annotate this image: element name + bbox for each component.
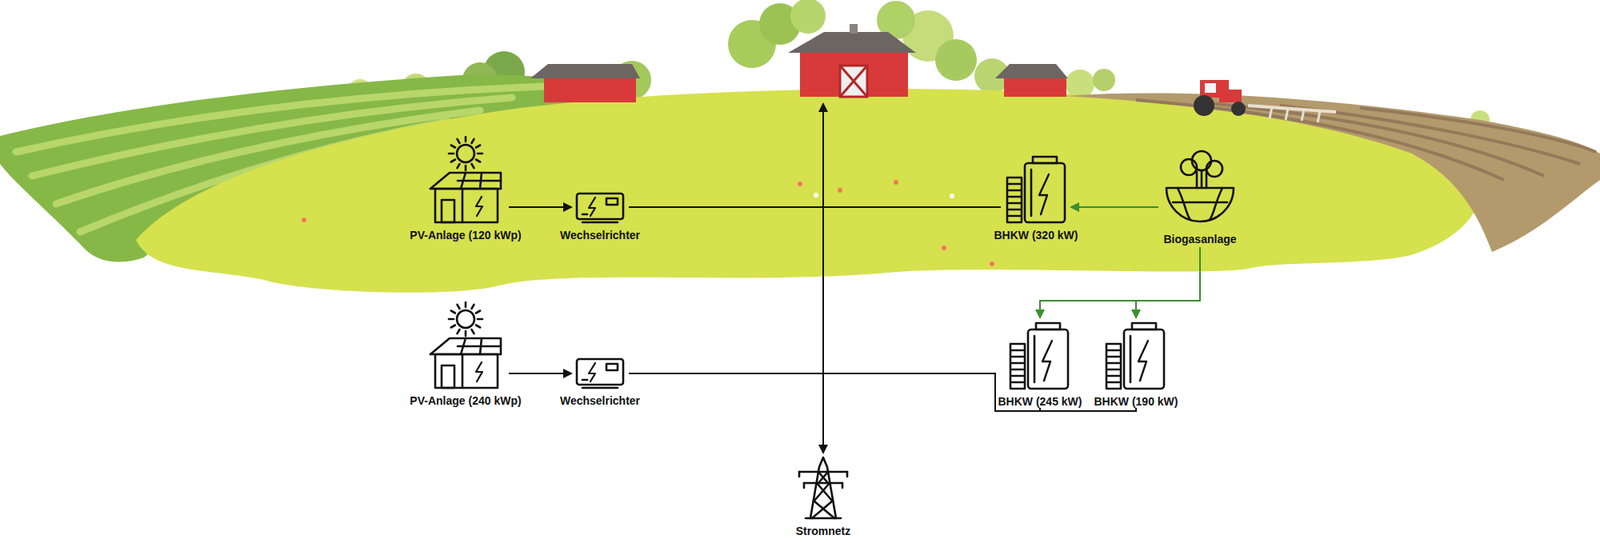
power-line [508, 372, 572, 375]
biogas-plant: Biogasanlage [1161, 148, 1239, 246]
inverter: Wechselrichter [558, 190, 642, 242]
biogas-line [1040, 247, 1200, 318]
node-label: PV-Anlage (240 kWp) [408, 394, 523, 408]
pv-plant-icon [425, 301, 506, 390]
power-line [628, 373, 1136, 412]
power-grid: Stromnetz [792, 456, 854, 538]
node-label: PV-Anlage (120 kWp) [408, 228, 523, 242]
node-label: Stromnetz [794, 524, 852, 538]
node-label: BHKW (320 kW) [992, 228, 1080, 242]
grid-connection-line [822, 104, 824, 453]
chp-unit-icon [1004, 153, 1068, 224]
chp-unit: BHKW (190 kW) [1092, 320, 1180, 408]
chp-unit-icon [1103, 320, 1169, 391]
chp-unit: BHKW (245 kW) [996, 320, 1084, 408]
pv-plant-icon [425, 136, 506, 224]
biogas-plant-icon [1161, 148, 1239, 228]
node-label: Wechselrichter [558, 228, 642, 242]
biogas-line [1136, 247, 1200, 318]
power-line [628, 373, 1040, 412]
pv-plant: PV-Anlage (120 kWp) [408, 136, 523, 242]
power-pylon-icon [792, 456, 854, 520]
flowers [301, 180, 995, 267]
biogas-line [1071, 206, 1159, 208]
plowed-field [1064, 92, 1600, 252]
chp-unit-icon [1007, 320, 1073, 391]
chp-unit: BHKW (320 kW) [992, 153, 1080, 242]
power-line [508, 206, 572, 208]
inverter-icon [574, 356, 626, 390]
barns [530, 24, 1068, 103]
meadow [136, 88, 1480, 293]
power-line [628, 206, 1001, 208]
node-label: Wechselrichter [558, 394, 642, 408]
tractor [1193, 80, 1336, 123]
node-label: BHKW (245 kW) [996, 395, 1084, 408]
inverter-icon [574, 190, 626, 224]
pv-plant: PV-Anlage (240 kWp) [408, 301, 523, 408]
inverter: Wechselrichter [558, 356, 642, 408]
node-label: BHKW (190 kW) [1092, 395, 1180, 408]
node-label: Biogasanlage [1161, 232, 1238, 246]
